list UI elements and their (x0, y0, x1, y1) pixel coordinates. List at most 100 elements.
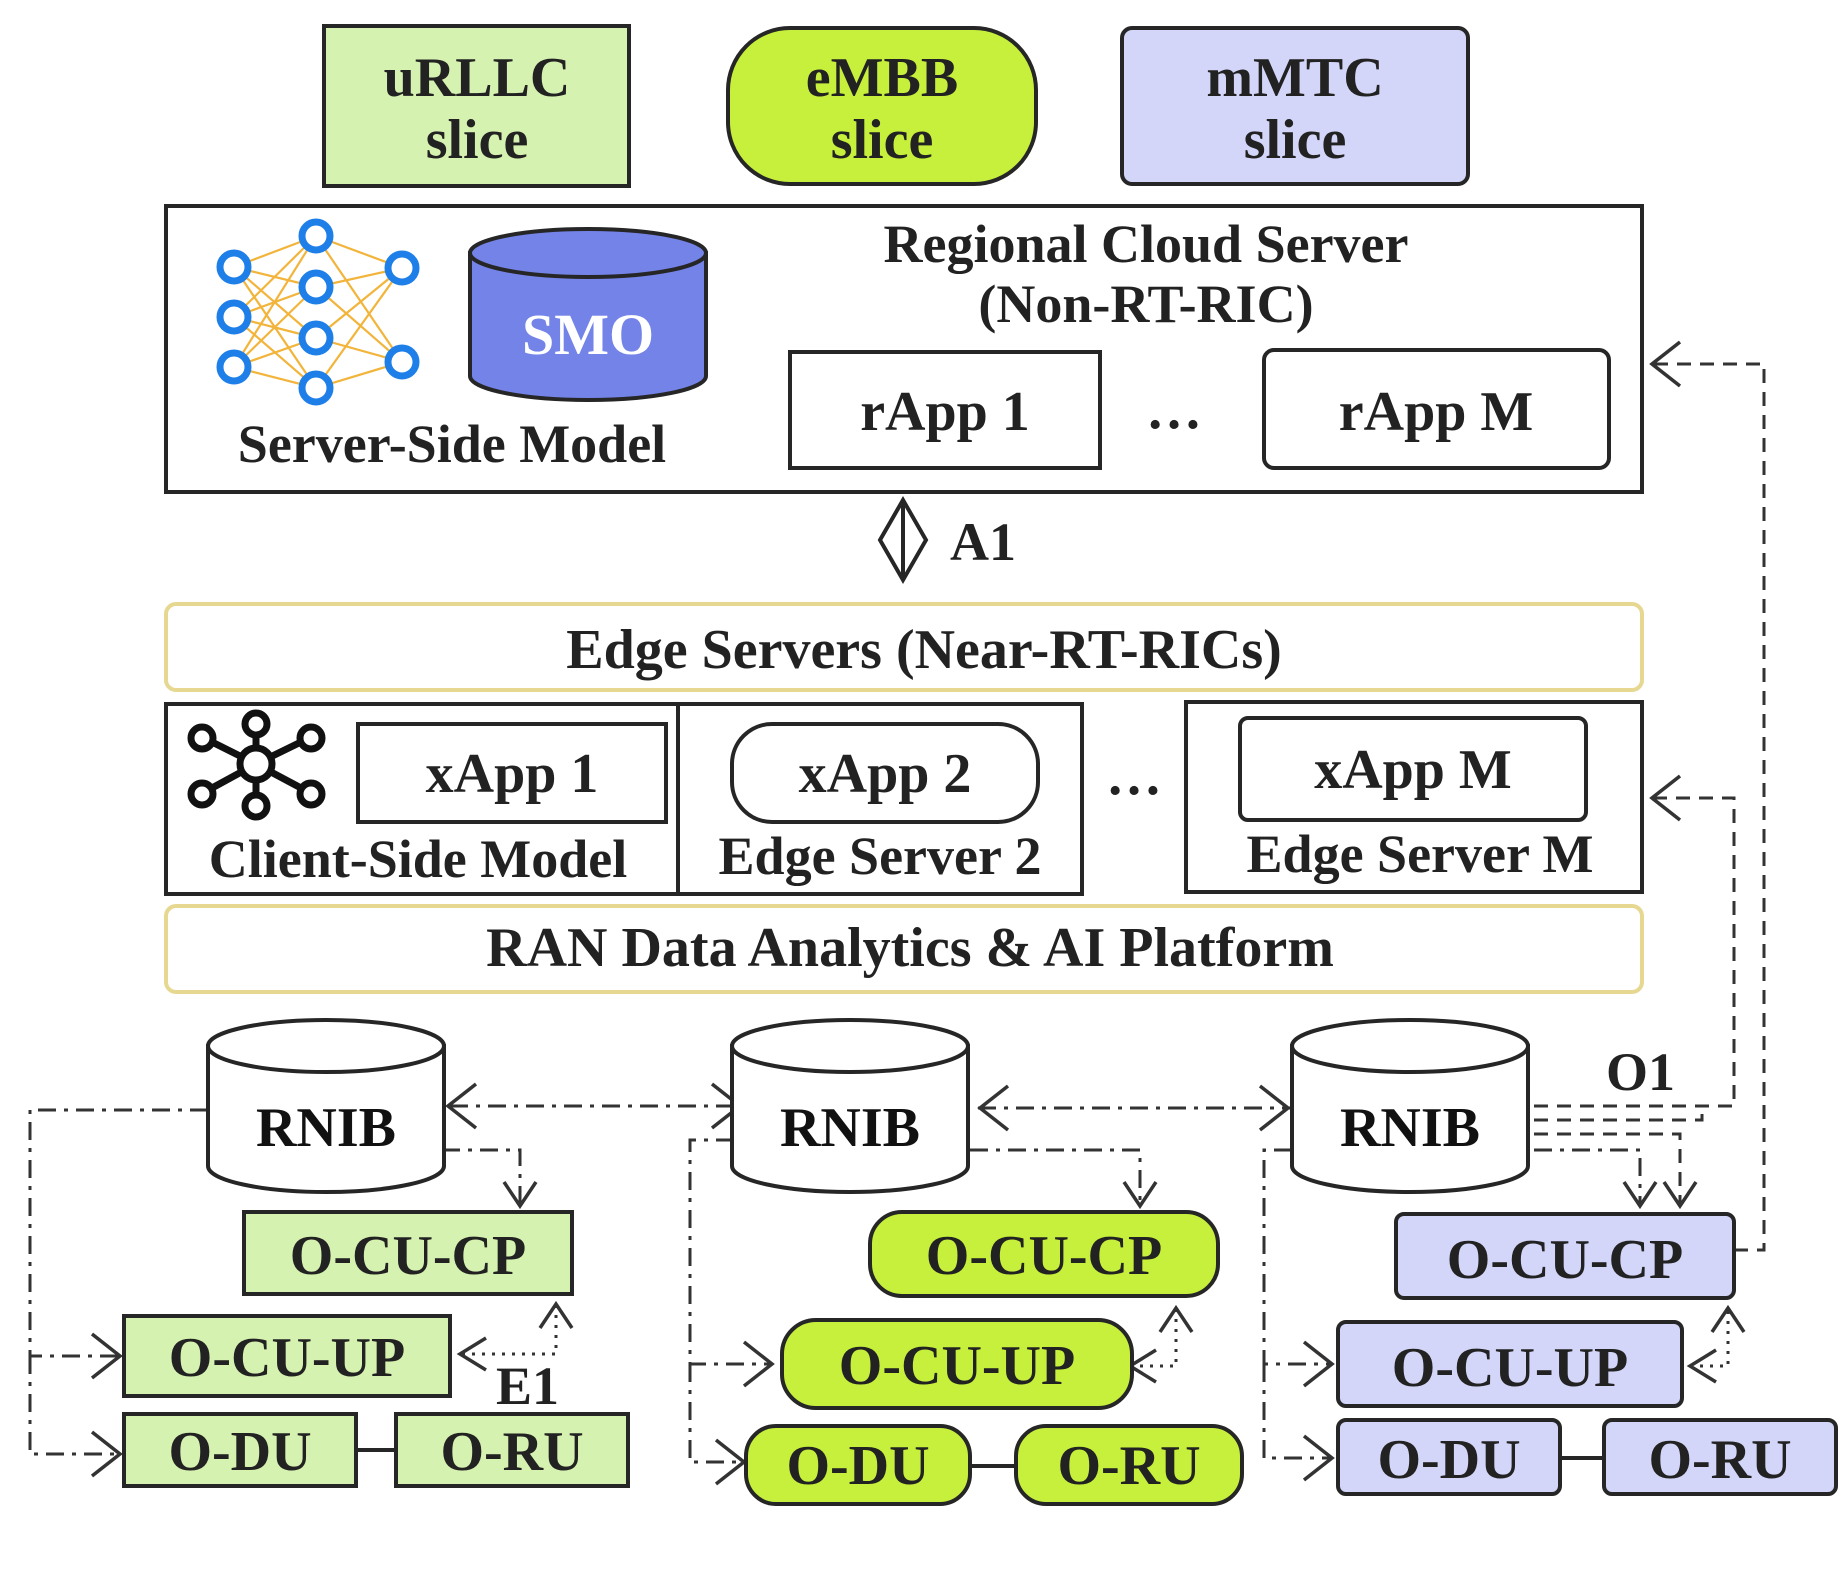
e1-link-3 (1690, 1308, 1730, 1368)
rnib-3-body (1290, 1044, 1530, 1194)
mmtc-slice-box (1120, 26, 1470, 186)
xapp-1-label: xApp 1 (426, 743, 599, 805)
rnib3-to-cucp-link (1534, 1148, 1642, 1206)
a1-label: A1 (950, 512, 1016, 572)
o-ru-1-label: O-RU (440, 1421, 583, 1483)
o-du-1-label: O-DU (168, 1421, 311, 1483)
rnib3-to-cuup-link (1262, 1148, 1330, 1366)
rnib2-to-du-link (688, 1364, 742, 1464)
urllc-ran-nodes: O-CU-CP O-CU-UP E1 O-DU O-RU (122, 1210, 630, 1488)
smo-label: SMO (522, 302, 654, 367)
o-du-2-label: O-DU (786, 1435, 929, 1497)
o1-link-regional (1652, 362, 1766, 1252)
rnib-1-top (206, 1018, 446, 1074)
o-du-3-label: O-DU (1377, 1429, 1520, 1491)
rnib1-to-cuup-link (28, 1108, 208, 1358)
rnib-2: RNIB (730, 1018, 970, 1194)
o-ru-2-box (1014, 1424, 1244, 1506)
mmtc-slice-line2: slice (1244, 109, 1347, 171)
o-cu-up-2-box (780, 1318, 1134, 1410)
o-cu-cp-2-box (868, 1210, 1220, 1298)
embb-slice-line1: eMBB (806, 47, 958, 109)
rnib1-to-du-link (28, 1356, 118, 1456)
o1-link-edge (1534, 796, 1736, 1108)
o1-label: O1 (1606, 1042, 1675, 1102)
regional-cloud-server: SMO Server-Side Model Regional Cloud Ser… (164, 204, 1644, 494)
rnib-2-label: RNIB (780, 1097, 920, 1159)
xapp-2-box (730, 722, 1040, 824)
edge-server-m-label: Edge Server M (1247, 824, 1594, 884)
ran-platform-label: RAN Data Analytics & AI Platform (486, 917, 1334, 979)
database-cylinder-icon: SMO (468, 227, 708, 402)
o1-link-cucp (1534, 1114, 1704, 1122)
embb-slice: eMBB slice (726, 26, 1038, 186)
o-cu-cp-1-box (242, 1210, 574, 1296)
rnib-2-body (730, 1044, 970, 1194)
o-cu-up-3-box (1336, 1320, 1684, 1408)
regional-cloud-subtitle: (Non-RT-RIC) (978, 274, 1313, 334)
rnib-1: RNIB (206, 1018, 446, 1194)
rnib-3-top (1290, 1018, 1530, 1074)
o-cu-up-1-label: O-CU-UP (169, 1327, 405, 1389)
rapp-1-label: rApp 1 (860, 381, 1030, 443)
embb-slice-line2: slice (831, 109, 934, 171)
urllc-slice: uRLLC slice (322, 24, 631, 188)
rapp-1-box (788, 350, 1102, 470)
xapp-1-box (356, 722, 668, 824)
o-cu-up-1-box (122, 1314, 452, 1398)
a1-interface: A1 (877, 495, 1016, 585)
client-side-model-label: Client-Side Model (209, 829, 627, 889)
rnib3-to-cucp-link-2 (1534, 1132, 1682, 1206)
network-hub-icon (187, 709, 326, 821)
edge-servers: Edge Servers (Near-RT-RICs) xApp 1 Clien… (164, 602, 1644, 994)
smo-cylinder-top (468, 227, 708, 279)
urllc-slice-line1: uRLLC (384, 47, 571, 109)
rnib3-to-du-link (1262, 1364, 1330, 1460)
rapp-m-box (1262, 348, 1611, 470)
rnib-2-top (730, 1018, 970, 1074)
o-ru-3-label: O-RU (1648, 1429, 1791, 1491)
mmtc-slice: mMTC slice (1120, 26, 1470, 186)
smo-cylinder-body (468, 251, 708, 402)
edge-server-2-label: Edge Server 2 (719, 826, 1042, 886)
rnib2-to-cucp-link (970, 1148, 1142, 1206)
rapp-m-label: rApp M (1339, 381, 1533, 443)
xapp-2-label: xApp 2 (799, 743, 972, 805)
urllc-slice-line2: slice (426, 109, 529, 171)
e1-label: E1 (496, 1356, 559, 1416)
rapp-ellipsis: … (1146, 379, 1202, 441)
o-ru-2-label: O-RU (1057, 1435, 1200, 1497)
o-cu-cp-2-label: O-CU-CP (926, 1225, 1162, 1287)
edge-servers-title: Edge Servers (Near-RT-RICs) (566, 619, 1282, 681)
o-cu-cp-3-label: O-CU-CP (1447, 1229, 1683, 1291)
o-ru-3-box (1602, 1418, 1838, 1496)
o-cu-up-3-label: O-CU-UP (1392, 1337, 1628, 1399)
urllc-slice-box (322, 24, 631, 188)
edge-ellipsis: … (1106, 745, 1162, 807)
o-cu-up-2-label: O-CU-UP (839, 1335, 1075, 1397)
rnib-1-label: RNIB (256, 1097, 396, 1159)
e1-link-1 (462, 1304, 558, 1356)
edge-servers-title-box (164, 602, 1644, 692)
neural-network-icon (216, 218, 420, 406)
ran-platform-box (164, 904, 1644, 994)
rnib-1-body (206, 1044, 446, 1194)
xapp-m-label: xApp M (1314, 739, 1512, 801)
o-cu-cp-3-box (1394, 1212, 1736, 1300)
embb-ran-nodes: O-CU-CP O-CU-UP O-DU O-RU (744, 1210, 1244, 1506)
server-side-model-label: Server-Side Model (238, 414, 666, 474)
mmtc-ran-nodes: O-CU-CP O-CU-UP O-DU O-RU (1336, 1212, 1838, 1496)
o-ru-1-box (394, 1412, 630, 1488)
rnib1-to-cucp-link (442, 1148, 522, 1206)
regional-cloud-title: Regional Cloud Server (884, 214, 1409, 274)
o-cu-cp-1-label: O-CU-CP (290, 1225, 526, 1287)
rnib2-to-cuup-link (688, 1138, 770, 1366)
xapp-m-box (1238, 716, 1588, 822)
neural-network-nodes (216, 218, 420, 406)
rnib-3-label: RNIB (1340, 1097, 1480, 1159)
mmtc-slice-line1: mMTC (1206, 47, 1383, 109)
embb-slice-box (726, 26, 1038, 186)
connectors: O1 (28, 340, 1766, 1486)
rnib-3: RNIB (1290, 1018, 1530, 1194)
